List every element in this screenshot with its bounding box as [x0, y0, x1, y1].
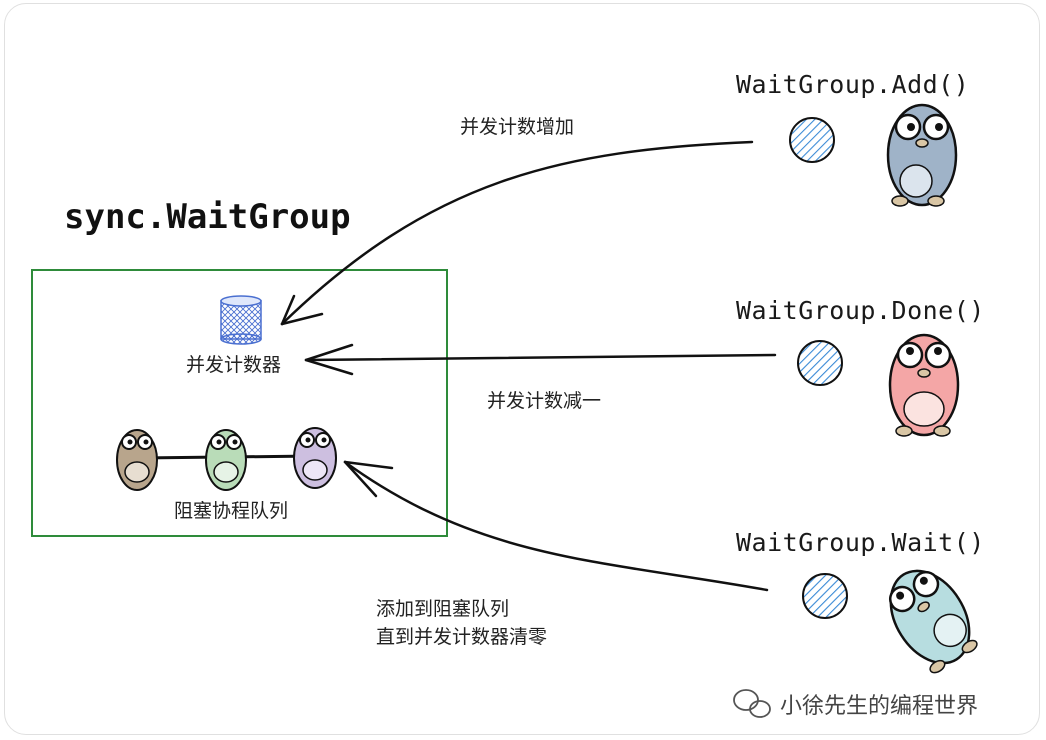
- queue-gopher-1-icon: [116, 429, 158, 491]
- done-arrow-label: 并发计数减一: [487, 390, 602, 412]
- wechat-icon: [733, 689, 771, 718]
- wait-arrow: [343, 460, 769, 592]
- database-icon: [220, 295, 262, 345]
- queue-label: 阻塞协程队列: [174, 500, 289, 522]
- api-add: WaitGroup.Add(): [736, 70, 970, 99]
- add-arrow-label: 并发计数增加: [460, 116, 575, 138]
- add-gopher-icon: [886, 103, 958, 207]
- wait-token-icon: [802, 573, 848, 619]
- api-done: WaitGroup.Done(): [736, 296, 985, 325]
- add-token-icon: [789, 117, 835, 163]
- page-title: sync.WaitGroup: [64, 197, 351, 237]
- done-gopher-icon: [888, 333, 960, 437]
- done-token-icon: [797, 340, 843, 386]
- diagram-card: [4, 3, 1040, 735]
- queue-gopher-3-icon: [293, 427, 337, 489]
- wait-arrow-label-line1: 添加到阻塞队列: [376, 598, 510, 620]
- queue-gopher-2-icon: [205, 429, 247, 491]
- counter-label: 并发计数器: [186, 354, 282, 376]
- done-arrow: [304, 343, 777, 376]
- add-arrow: [280, 140, 754, 326]
- waitgroup-box: [31, 269, 448, 537]
- watermark: 小徐先生的编程世界: [780, 694, 979, 719]
- wait-arrow-label-line2: 直到并发计数器清零: [376, 626, 548, 648]
- api-wait: WaitGroup.Wait(): [736, 528, 985, 557]
- wait-gopher-icon: [888, 569, 978, 674]
